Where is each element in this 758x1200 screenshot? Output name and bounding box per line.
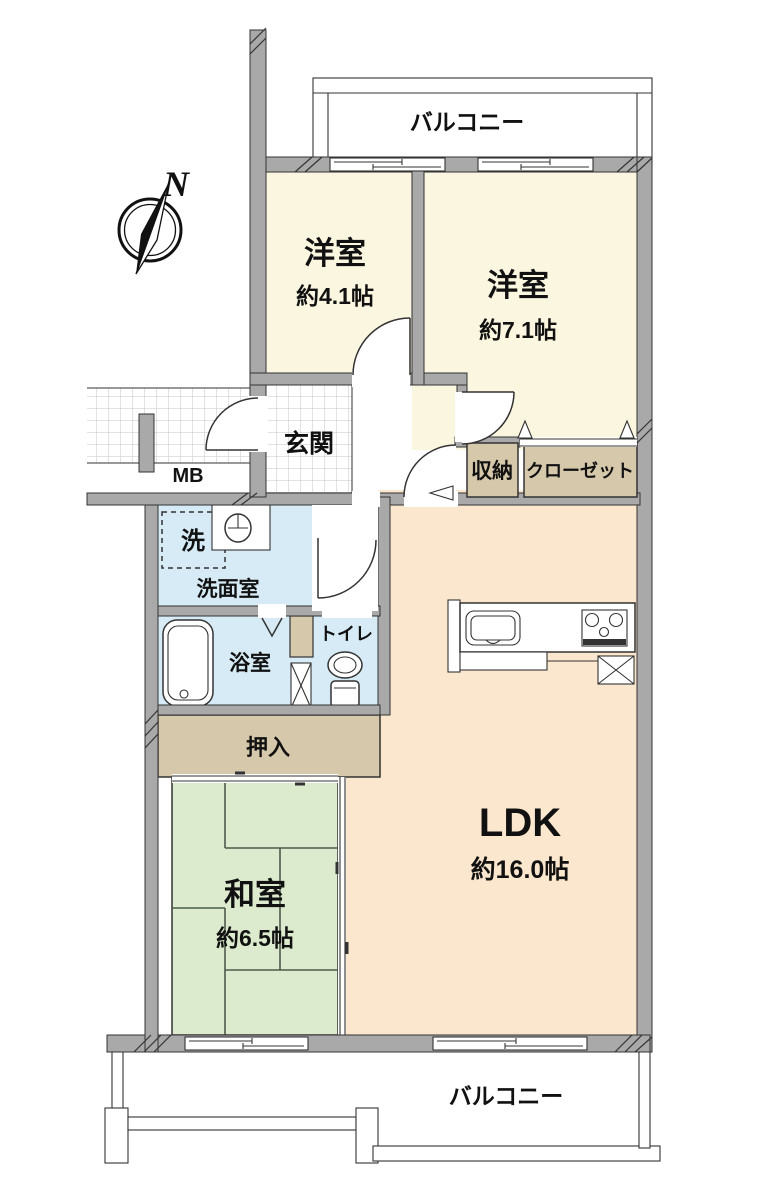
western-room2-door (461, 391, 515, 445)
compass: N (117, 164, 191, 275)
meter-box-label: MB (172, 465, 203, 487)
toilet-fixture (327, 651, 363, 708)
entrance-door (205, 397, 259, 451)
window-bottom-1 (184, 1036, 309, 1051)
compass-north-label: N (162, 164, 191, 204)
japanese-room-label: 和室 (224, 877, 286, 912)
tatami-lines (172, 777, 338, 1035)
closet-label: クローゼット (526, 460, 634, 481)
bathroom-label: 浴室 (229, 651, 271, 675)
balcony-top (312, 77, 653, 166)
bathroom-folding-door (261, 617, 283, 638)
wall-hatches (133, 27, 653, 1053)
doors (205, 317, 515, 638)
kitchen (447, 599, 636, 685)
washer-label: 洗 (181, 528, 205, 555)
fusuma-tracks (172, 771, 349, 1035)
western-room2-label: 洋室 (487, 268, 549, 303)
labels: バルコニー 洋室 約4.1帖 洋室 約7.1帖 玄関 MB 収納 クローゼット … (172, 109, 634, 1109)
window-top-1 (329, 157, 446, 172)
closets (466, 419, 638, 498)
ldk-size: 約16.0帖 (471, 855, 570, 884)
window-bottom-2 (432, 1036, 588, 1051)
western-room2-size: 約7.1帖 (479, 317, 557, 343)
balcony-top-label: バルコニー (410, 109, 525, 135)
meter-box-pillar (138, 413, 155, 473)
ldk-label: LDK (479, 801, 561, 845)
entrance-label: 玄関 (284, 429, 334, 458)
folding-door-mark (619, 419, 635, 439)
window-top-2 (477, 157, 594, 172)
japanese-room-floor (171, 776, 339, 1036)
washroom-label: 洗面室 (197, 577, 260, 601)
balcony-bottom-label: バルコニー (449, 1083, 564, 1109)
western-room2-floor (412, 165, 645, 450)
wash-basin (211, 504, 271, 551)
compass-needle-black (136, 182, 169, 274)
western-room1-door (352, 317, 411, 376)
washroom-door (312, 505, 378, 611)
japanese-room-size: 約6.5帖 (216, 925, 294, 951)
toilet-label: トイレ (319, 624, 373, 644)
folding-door-mark (517, 419, 533, 439)
western-room1-label: 洋室 (304, 236, 366, 271)
futon-closet-label: 押入 (246, 735, 290, 760)
ldk-door (403, 444, 457, 501)
storage-label: 収納 (471, 459, 513, 483)
western-room1-size: 約4.1帖 (296, 283, 374, 309)
balcony-bottom (104, 1047, 661, 1164)
door-swing-arrow (428, 485, 454, 501)
bathtub (162, 619, 214, 707)
windows (184, 157, 594, 1051)
entrance-floor (265, 384, 353, 498)
storage-box (466, 442, 519, 498)
